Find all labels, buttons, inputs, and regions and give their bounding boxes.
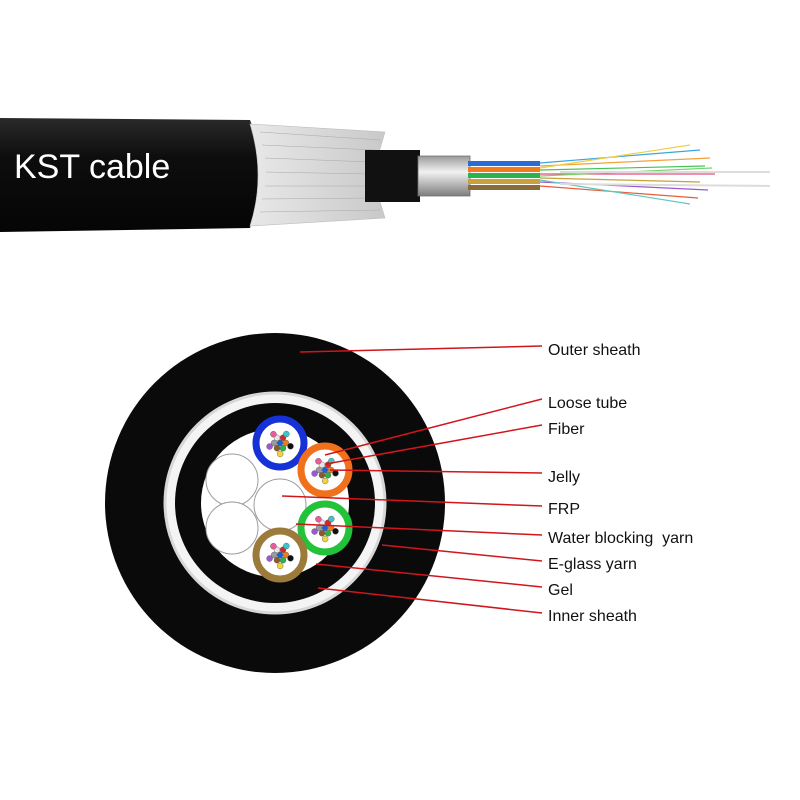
white-fibers [559, 171, 771, 187]
fiber-dot [282, 551, 290, 559]
leader-gel [315, 563, 543, 588]
fiber-dot [273, 444, 281, 452]
fiber-dot [270, 430, 277, 438]
filler-rod [205, 453, 259, 507]
callout-gel: Gel [548, 582, 573, 599]
fiber-dot [332, 470, 339, 477]
fiber-dot [276, 439, 284, 447]
leader-loose-tube [324, 398, 543, 456]
fibers-side [539, 144, 715, 205]
fiber-dot [321, 477, 329, 485]
fiber-dot [328, 515, 335, 523]
callout-frp: FRP [548, 501, 580, 518]
fiber-dot [324, 471, 332, 479]
fiber-dot [266, 555, 273, 562]
leader-inner-sheath [317, 587, 543, 614]
callout-e-glass-yarn: E-glass yarn [548, 556, 637, 573]
fiber-dot [311, 528, 318, 535]
fiber-dot [321, 535, 329, 543]
callout-jelly: Jelly [548, 469, 580, 486]
inner-sheath-body [365, 150, 420, 202]
fiber-dot [283, 542, 290, 550]
fiber-dot [318, 529, 326, 537]
callout-water-blocking-yarn: Water blocking yarn [548, 530, 693, 547]
fiber-dot [279, 444, 287, 452]
fiber-dot [287, 443, 294, 450]
cable-side-view: KST cable [0, 118, 771, 232]
cable-title: KST cable [14, 148, 170, 186]
fiber-dot [266, 443, 273, 450]
callout-fiber: Fiber [548, 421, 585, 438]
callout-labels: Outer sheath Loose tube Fiber Jelly FRP … [548, 342, 693, 625]
fiber-dot [282, 439, 290, 447]
loose-tubes-side [468, 161, 540, 190]
leader-outer-sheath [299, 345, 543, 353]
callout-loose-tube: Loose tube [548, 395, 627, 412]
fiber-dot [270, 551, 278, 559]
outer-sheath-body [0, 118, 259, 232]
yarn-strands [259, 131, 381, 213]
callout-outer-sheath: Outer sheath [548, 342, 641, 359]
central-tube [417, 155, 471, 197]
fiber-dot [276, 551, 284, 559]
fiber-dot [324, 529, 332, 537]
fiber-dot [287, 555, 294, 562]
fiber-dot [315, 466, 323, 474]
callout-leaders [281, 345, 543, 614]
cable-cross-section [105, 333, 445, 673]
yarn-flare [249, 123, 386, 227]
leader-water-blocking-yarn [295, 523, 543, 536]
e-glass-yarn-band [163, 391, 387, 615]
fiber-dot [276, 562, 284, 570]
fiber-dot [315, 457, 322, 465]
filler-rod [205, 501, 259, 555]
leader-frp [281, 495, 543, 507]
fiber-dot [321, 466, 329, 474]
fiber-dot [270, 542, 277, 550]
fiber-bundles [266, 430, 339, 570]
leader-jelly [329, 469, 543, 474]
fiber-dot [270, 439, 278, 447]
fiber-dot [279, 556, 287, 564]
fiber-dot [283, 430, 290, 438]
fiber-dot [318, 471, 326, 479]
fiber-dot [311, 470, 318, 477]
fiber-dot [276, 450, 284, 458]
callout-inner-sheath: Inner sheath [548, 608, 637, 625]
fiber-dot [315, 515, 322, 523]
fiber-dot [273, 556, 281, 564]
leader-fiber [325, 424, 543, 465]
fiber-dot [332, 528, 339, 535]
leader-e-glass-yarn [381, 544, 543, 562]
